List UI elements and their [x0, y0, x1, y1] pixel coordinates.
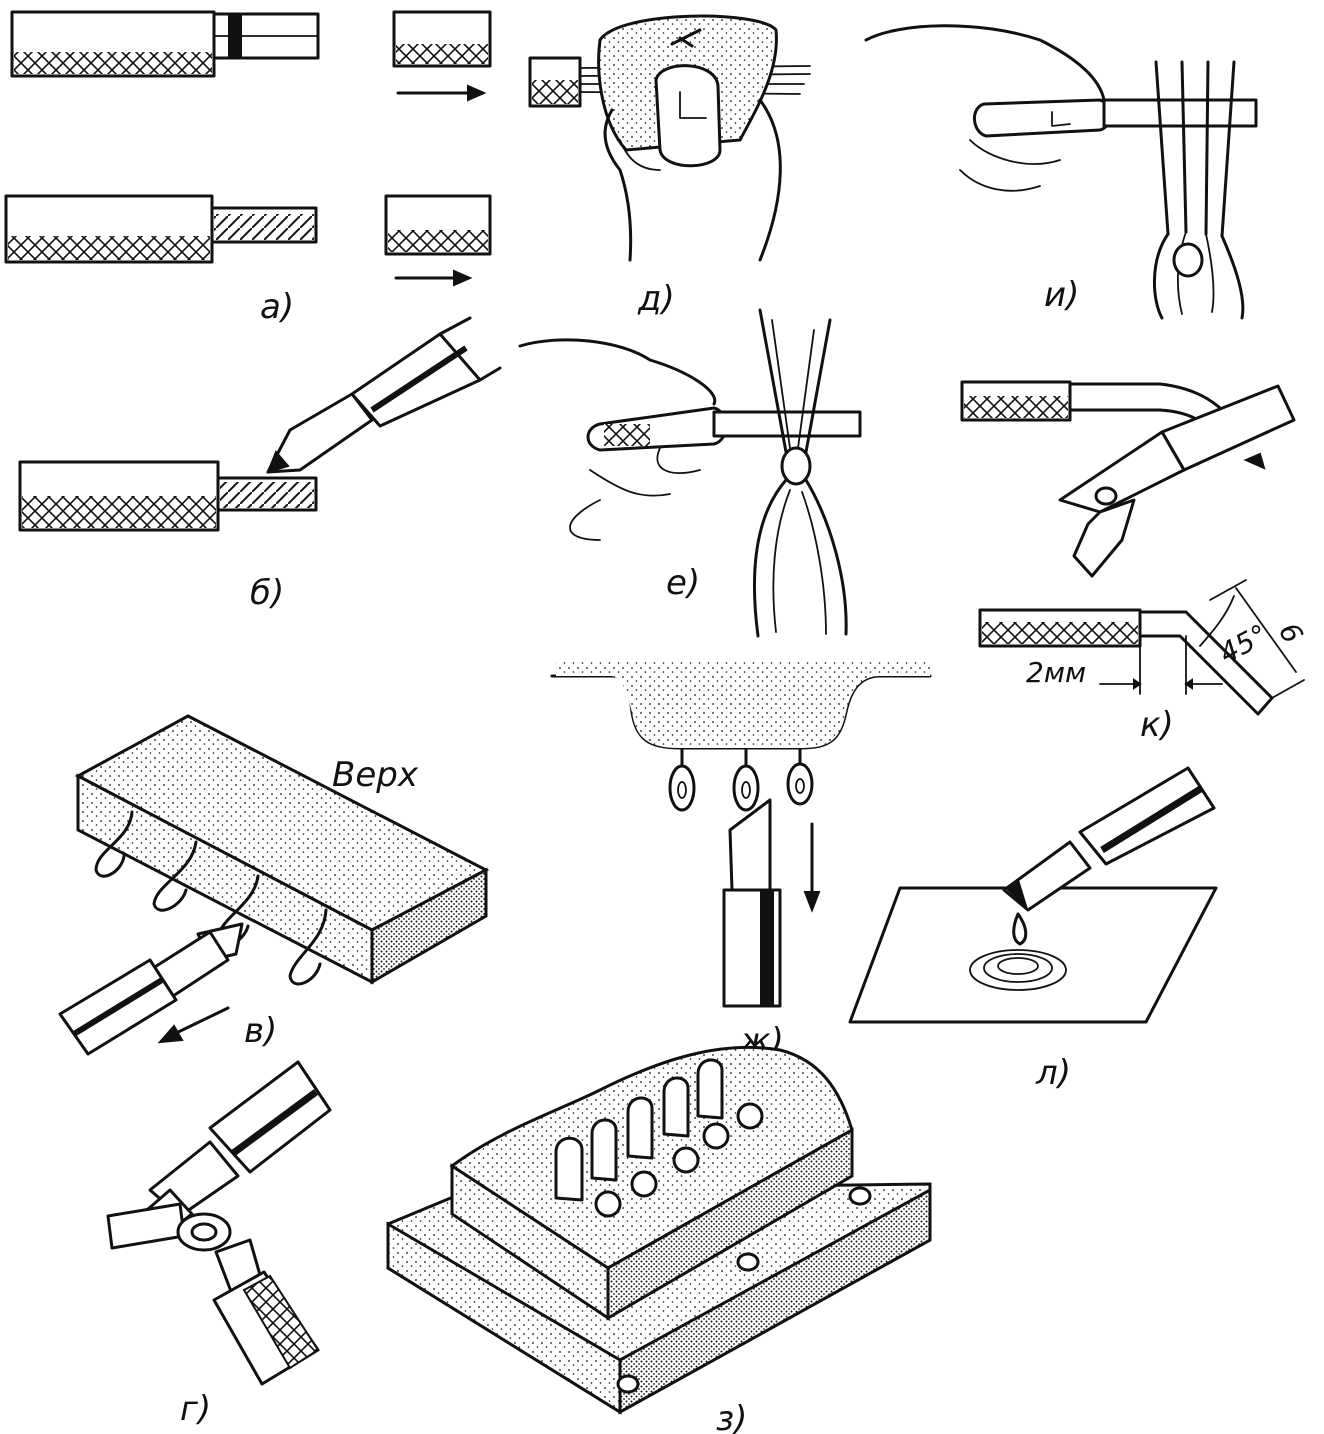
label-k: к) [1140, 705, 1174, 745]
label-a: а) [260, 287, 294, 327]
soldering-iron-2 [58, 922, 244, 1056]
arrow-down [803, 822, 821, 913]
hand-i [864, 24, 1112, 192]
panel-k: 2мм 45° 6 к) [960, 380, 1309, 745]
cable-piece-1 [392, 10, 492, 68]
panel-g: г) [106, 1060, 332, 1429]
tray [550, 660, 932, 750]
label-l: л) [1035, 1053, 1071, 1093]
arrow-right-2 [394, 269, 473, 287]
pliers-k [1058, 384, 1296, 578]
annotation-length-2mm: 2мм [1026, 656, 1086, 689]
annotation-length-6: 6 [1272, 617, 1309, 649]
insulating-block [74, 714, 490, 985]
bend-detail [978, 608, 1274, 716]
label-b: б) [250, 573, 284, 613]
arrow-left [157, 1006, 230, 1044]
soldering-iron-4 [722, 798, 782, 1008]
annotation-top: Верх [332, 755, 419, 795]
panel-z: з) [386, 1045, 932, 1434]
label-v: в) [244, 1011, 277, 1051]
cable-shielded-3 [18, 460, 318, 532]
label-i: и) [1044, 275, 1079, 315]
hand-e [518, 338, 728, 541]
jig-lugs [594, 1102, 764, 1218]
solder-drop [969, 912, 1067, 991]
label-e: е) [666, 563, 700, 603]
hand-d [603, 64, 782, 262]
coax-cable-d [528, 56, 811, 108]
cable-piece-2 [384, 194, 492, 256]
panel-v: Верх в) [58, 714, 490, 1056]
panel-b: б) [18, 316, 502, 613]
panel-d: д) [528, 14, 811, 319]
arrow-right-1 [396, 84, 487, 102]
dimension-lines [1099, 579, 1305, 699]
soldering-iron-5 [1002, 766, 1216, 912]
lug-plate [106, 1202, 232, 1252]
panel-i: и) [864, 24, 1258, 320]
soldering-iron-1 [266, 316, 502, 474]
label-z: з) [716, 1399, 747, 1434]
label-g: г) [180, 1389, 211, 1429]
panel-zh: ж) [550, 660, 932, 1061]
side-cutters [752, 308, 848, 638]
panel-l: л) [848, 766, 1218, 1093]
cable-shielded-1 [10, 10, 320, 78]
tray-lugs [668, 748, 814, 812]
panel-a: а) [4, 10, 492, 327]
cable-shielded-2 [4, 194, 318, 264]
coax-cable-g [212, 1238, 320, 1386]
jig-tabs [554, 1058, 724, 1202]
cable-core-i [1102, 98, 1258, 128]
panel-e: е) [518, 308, 862, 638]
label-d: д) [637, 279, 675, 319]
pliers-i [1153, 60, 1245, 320]
